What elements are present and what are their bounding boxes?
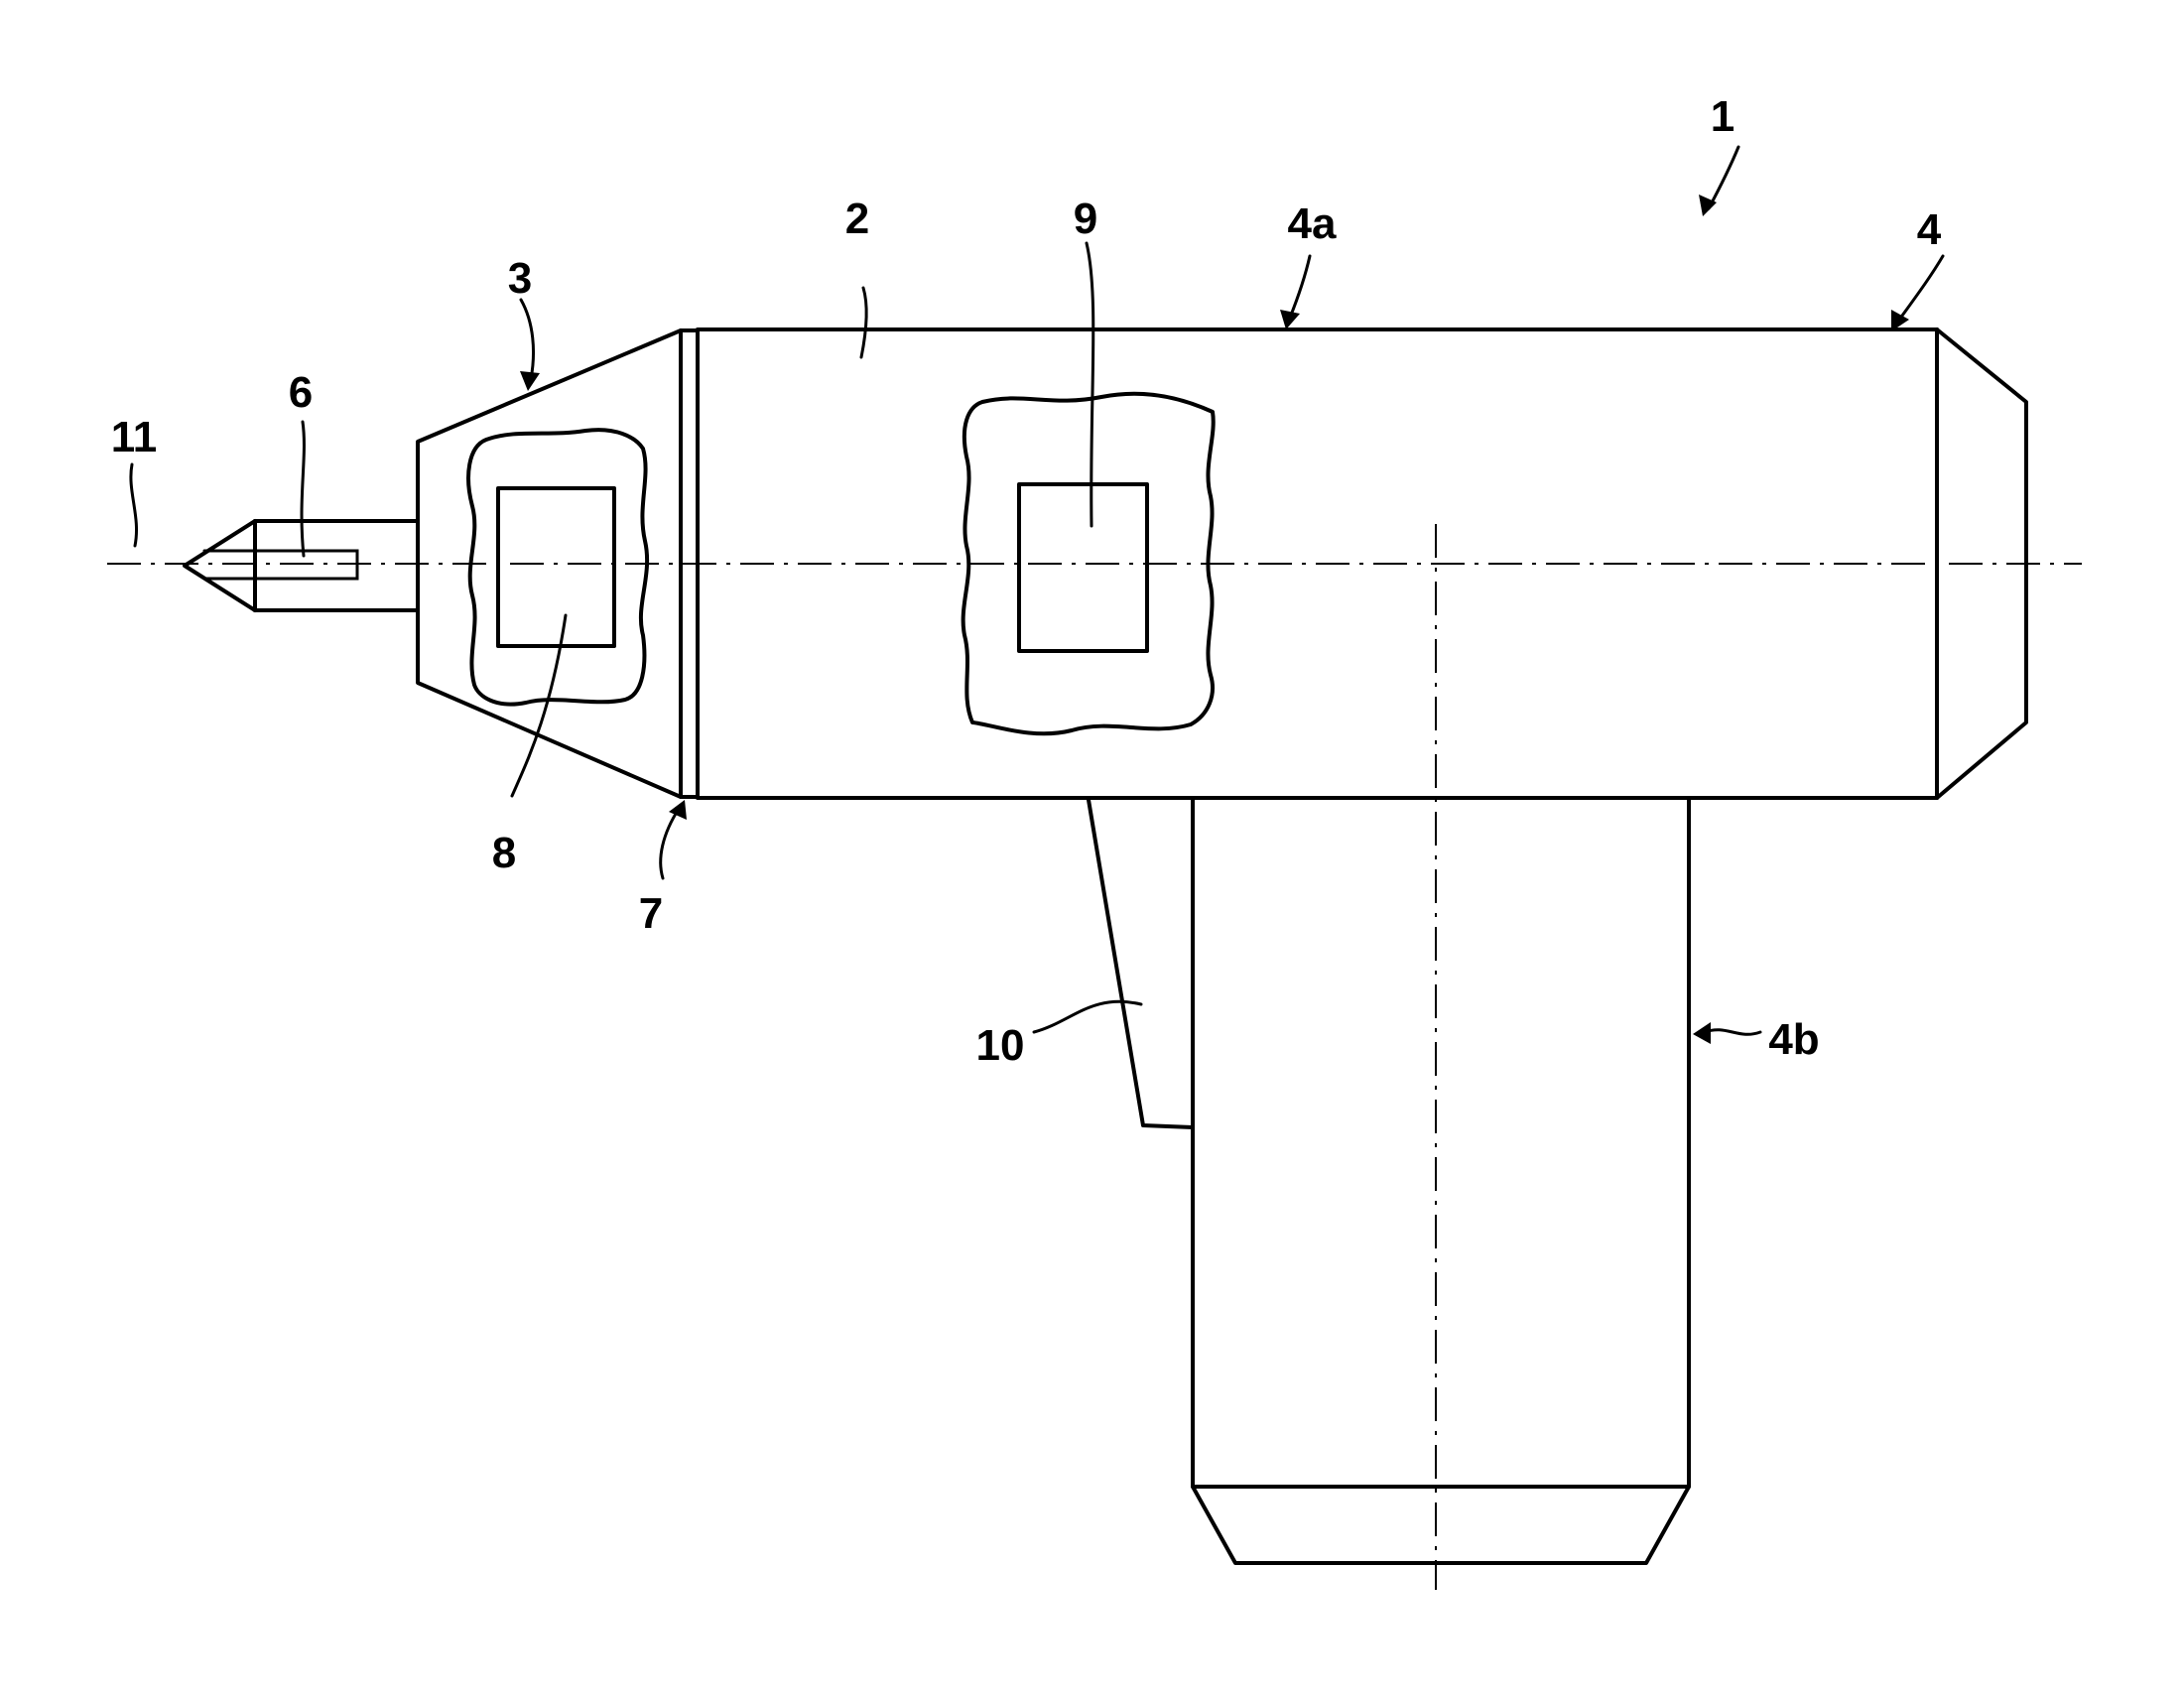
arrow-7 (669, 800, 687, 820)
attachment-electronics-module (498, 488, 614, 646)
ref-label-10: 10 (976, 1021, 1025, 1070)
arrow-4b (1693, 1022, 1711, 1044)
tool-tip (185, 521, 255, 610)
leader-6 (302, 422, 304, 556)
handle-foot (1193, 1487, 1689, 1563)
arrow-3 (520, 371, 540, 391)
leader-8 (512, 615, 566, 796)
housing-electronics-module (1019, 484, 1147, 651)
leader-4a (1290, 256, 1310, 318)
ref-label-7: 7 (639, 889, 663, 938)
leader-11 (131, 464, 137, 546)
ref-label-4a: 4a (1288, 199, 1337, 248)
ref-label-11: 11 (111, 413, 158, 461)
ref-label-9: 9 (1074, 195, 1097, 243)
trigger-switch (1089, 800, 1193, 1127)
ref-label-4: 4 (1917, 205, 1942, 254)
ref-label-2: 2 (845, 195, 869, 243)
ref-label-4b: 4b (1768, 1015, 1819, 1064)
leader-7 (661, 809, 679, 878)
ref-label-6: 6 (289, 368, 313, 417)
leader-2 (861, 288, 866, 357)
leader-4 (1897, 256, 1943, 323)
leader-4b (1705, 1030, 1760, 1035)
leader-1 (1709, 147, 1738, 208)
leader-3 (521, 300, 534, 379)
ref-label-1: 1 (1711, 92, 1734, 141)
arrow-4a (1280, 310, 1300, 329)
ref-label-3: 3 (508, 254, 532, 303)
ref-label-8: 8 (492, 829, 516, 877)
